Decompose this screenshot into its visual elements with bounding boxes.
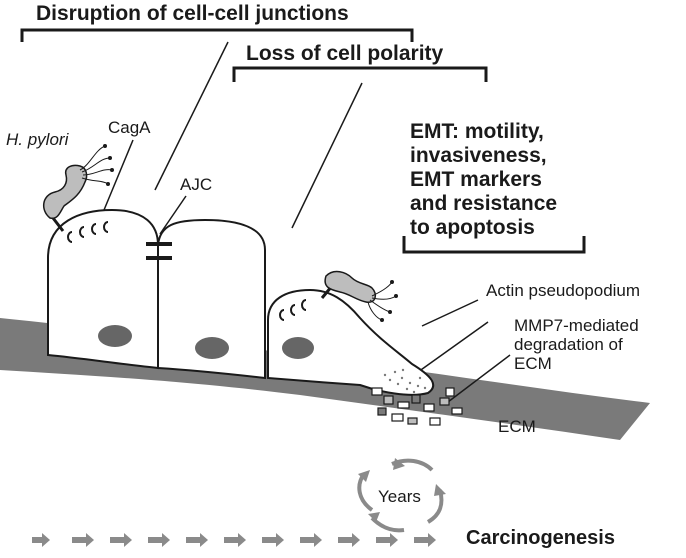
years-label: Years (378, 487, 421, 506)
polarity-heading: Loss of cell polarity (246, 42, 444, 65)
emt-line-1: EMT: motility, (410, 120, 544, 143)
emt-pointer (421, 299, 479, 327)
emt-line-2: invasiveness, (410, 144, 547, 167)
disruption-pointer (154, 41, 229, 191)
disruption-heading: Disruption of cell-cell junctions (36, 2, 349, 25)
ajc-bar-top (146, 242, 172, 246)
mmp7-label: MMP7-mediated degradation of ECM (514, 316, 639, 373)
caga-label: CagA (108, 118, 151, 137)
years-cycle-arrowheads (358, 458, 446, 522)
ecm-fragments (371, 387, 463, 426)
emt-line-4: and resistance (410, 192, 558, 215)
progress-arrow-11 (414, 533, 436, 547)
caga-marks-3 (279, 299, 307, 321)
mmp7-line-1: MMP7-mediated (514, 316, 639, 335)
h-pylori-bacterium-2 (320, 270, 398, 322)
mmp7-line-2: degradation of (514, 335, 623, 354)
nucleus-3 (282, 337, 314, 359)
nucleus-2 (195, 337, 229, 359)
polarity-pointer (291, 82, 363, 229)
progress-arrow-4 (148, 533, 170, 547)
emt-heading: EMT: motility, invasiveness, EMT markers… (410, 120, 557, 240)
h-pylori-bacterium-1 (43, 144, 114, 232)
progress-arrow-6 (224, 533, 246, 547)
actin-pseudopodium-label: Actin pseudopodium (486, 281, 641, 300)
caga-pointer (103, 139, 134, 211)
migrating-cell (267, 288, 435, 396)
progress-arrow-2 (72, 533, 94, 547)
progress-arrow-3 (110, 533, 132, 547)
caga-marks-1 (67, 221, 109, 243)
epithelial-cell-2 (157, 218, 266, 380)
nucleus-1 (98, 325, 132, 347)
mmp7-line-3: ECM (514, 354, 552, 373)
carcinogenesis-arrows (32, 533, 436, 547)
polarity-bracket (232, 66, 488, 82)
emt-bracket (402, 236, 586, 254)
disruption-bracket (20, 28, 414, 42)
h-pylori-label: H. pylori (6, 130, 69, 149)
progress-arrow-10 (376, 533, 398, 547)
mmp7-pointer (447, 354, 511, 403)
ajc-bar-bottom (146, 256, 172, 260)
ecm-label: ECM (498, 417, 536, 436)
carcinogenesis-label: Carcinogenesis (466, 527, 615, 549)
progress-arrow-5 (186, 533, 208, 547)
actin-pseudopodium (383, 368, 427, 394)
progress-arrow-1 (32, 533, 50, 547)
epithelial-cell-1 (47, 208, 159, 370)
actin-pointer (417, 321, 489, 373)
progress-arrow-7 (262, 533, 284, 547)
ajc-pointer (159, 195, 187, 235)
progress-arrow-8 (300, 533, 322, 547)
ajc-label: AJC (180, 175, 213, 194)
emt-line-3: EMT markers (410, 168, 542, 191)
emt-line-5: to apoptosis (410, 216, 535, 239)
progress-arrow-9 (338, 533, 360, 547)
